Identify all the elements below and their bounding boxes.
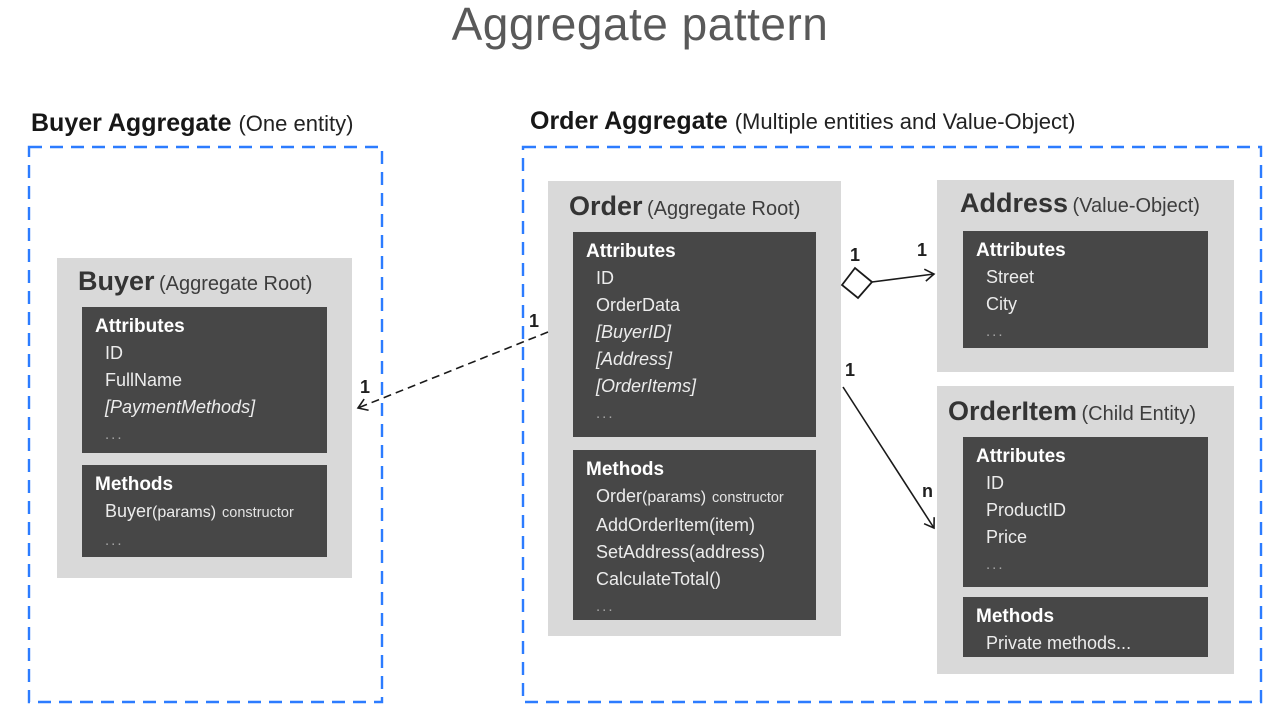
buyer-card-title: Buyer (Aggregate Root) <box>78 266 312 297</box>
buyer-constructor-note: constructor <box>222 505 294 521</box>
order-card-title: Order (Aggregate Root) <box>569 191 800 222</box>
order-to-address-target-multiplicity: 1 <box>917 240 928 260</box>
buyer-methods-label: Methods <box>95 474 174 495</box>
order-to-orderitem-arrow <box>842 386 935 530</box>
order-to-orderitem-target-multiplicity: n <box>922 481 933 501</box>
order-to-address-arrow <box>871 268 936 283</box>
order-constructor-params: (params) <box>642 489 707 506</box>
orderitem-attributes-label: Attributes <box>976 446 1066 467</box>
order-attributes-label: Attributes <box>586 241 676 262</box>
buyer-attributes-box: Attributes ID FullName [PaymentMethods] … <box>82 307 327 453</box>
orderitem-attribute-item-ellipsis: ... <box>986 556 1005 573</box>
order-to-buyer-dashed-arrow <box>356 331 549 412</box>
address-card-stereotype: (Value-Object) <box>1072 195 1200 217</box>
order-entity-card: Order (Aggregate Root) Attributes ID Ord… <box>548 181 841 636</box>
order-methods-box: Methods Order(params) constructor AddOrde… <box>573 450 816 620</box>
order-constructor-name: Order <box>596 486 643 506</box>
address-card-name: Address <box>960 188 1069 218</box>
buyer-attribute-item: FullName <box>105 370 183 390</box>
order-aggregate-heading: Order Aggregate (Multiple entities and V… <box>530 107 1075 136</box>
order-attribute-item: [OrderItems] <box>596 376 697 396</box>
orderitem-card-stereotype: (Child Entity) <box>1081 403 1196 425</box>
buyer-attribute-item: [PaymentMethods] <box>105 397 256 417</box>
orderitem-attribute-item: ProductID <box>986 500 1067 520</box>
order-to-buyer-source-multiplicity: 1 <box>529 311 540 331</box>
orderitem-entity-card: OrderItem (Child Entity) Attributes ID P… <box>937 386 1234 674</box>
aggregation-diamond <box>840 266 874 300</box>
address-card-title: Address (Value-Object) <box>960 188 1200 219</box>
order-method-item: SetAddress(address) <box>596 542 766 562</box>
buyer-card-name: Buyer <box>78 266 155 296</box>
orderitem-method-item: Private methods... <box>986 633 1132 653</box>
order-card-name: Order <box>569 191 643 221</box>
address-attributes-box: Attributes Street City ... <box>963 231 1208 348</box>
order-method-item: AddOrderItem(item) <box>596 515 756 535</box>
buyer-constructor-method: Buyer(params) constructor <box>95 498 321 527</box>
address-attribute-item: City <box>986 294 1017 314</box>
order-aggregate-heading-name: Order Aggregate <box>530 107 728 135</box>
orderitem-methods-box: Methods Private methods... <box>963 597 1208 657</box>
orderitem-attributes-box: Attributes ID ProductID Price ... <box>963 437 1208 587</box>
buyer-attribute-item: ID <box>105 343 123 363</box>
buyer-attributes-label: Attributes <box>95 316 185 337</box>
page-title: Aggregate pattern <box>451 0 829 50</box>
order-attribute-item: [BuyerID] <box>596 322 672 342</box>
order-to-address-source-multiplicity: 1 <box>850 245 861 265</box>
order-card-stereotype: (Aggregate Root) <box>646 198 801 220</box>
buyer-aggregate-heading: Buyer Aggregate (One entity) <box>31 109 353 138</box>
order-attributes-box: Attributes ID OrderData [BuyerID] [Addre… <box>573 232 816 437</box>
address-attribute-item: Street <box>986 267 1035 287</box>
buyer-constructor-name: Buyer <box>105 501 153 521</box>
order-attribute-item: ID <box>596 268 614 288</box>
buyer-card-stereotype: (Aggregate Root) <box>158 273 313 295</box>
order-constructor-note: constructor <box>712 490 784 506</box>
buyer-methods-box: Methods Buyer(params) constructor ... <box>82 465 327 557</box>
buyer-aggregate-heading-name: Buyer Aggregate <box>31 109 232 137</box>
order-method-item-ellipsis: ... <box>596 598 615 615</box>
buyer-entity-card: Buyer (Aggregate Root) Attributes ID Ful… <box>57 258 352 578</box>
order-aggregate-heading-qualifier: (Multiple entities and Value-Object) <box>734 109 1076 134</box>
address-attributes-label: Attributes <box>976 240 1066 261</box>
orderitem-card-title: OrderItem (Child Entity) <box>948 396 1196 427</box>
order-attribute-item: OrderData <box>596 295 681 315</box>
orderitem-card-name: OrderItem <box>948 396 1078 426</box>
order-method-item: CalculateTotal() <box>596 569 722 589</box>
order-to-orderitem-source-multiplicity: 1 <box>845 360 856 380</box>
buyer-constructor-params: (params) <box>152 504 217 521</box>
address-valueobject-card: Address (Value-Object) Attributes Street… <box>937 180 1234 372</box>
buyer-attribute-item-ellipsis: ... <box>105 426 124 443</box>
orderitem-attribute-item: Price <box>986 527 1028 547</box>
buyer-method-item-ellipsis: ... <box>105 532 124 549</box>
order-attribute-item-ellipsis: ... <box>596 405 615 422</box>
buyer-aggregate-heading-qualifier: (One entity) <box>238 111 354 136</box>
order-to-buyer-target-multiplicity: 1 <box>360 377 371 397</box>
order-constructor-method: Order(params) constructor <box>586 483 810 512</box>
address-attribute-item-ellipsis: ... <box>986 323 1005 340</box>
orderitem-attribute-item: ID <box>986 473 1004 493</box>
orderitem-methods-label: Methods <box>976 606 1055 627</box>
order-methods-label: Methods <box>586 459 665 480</box>
order-attribute-item: [Address] <box>596 349 673 369</box>
